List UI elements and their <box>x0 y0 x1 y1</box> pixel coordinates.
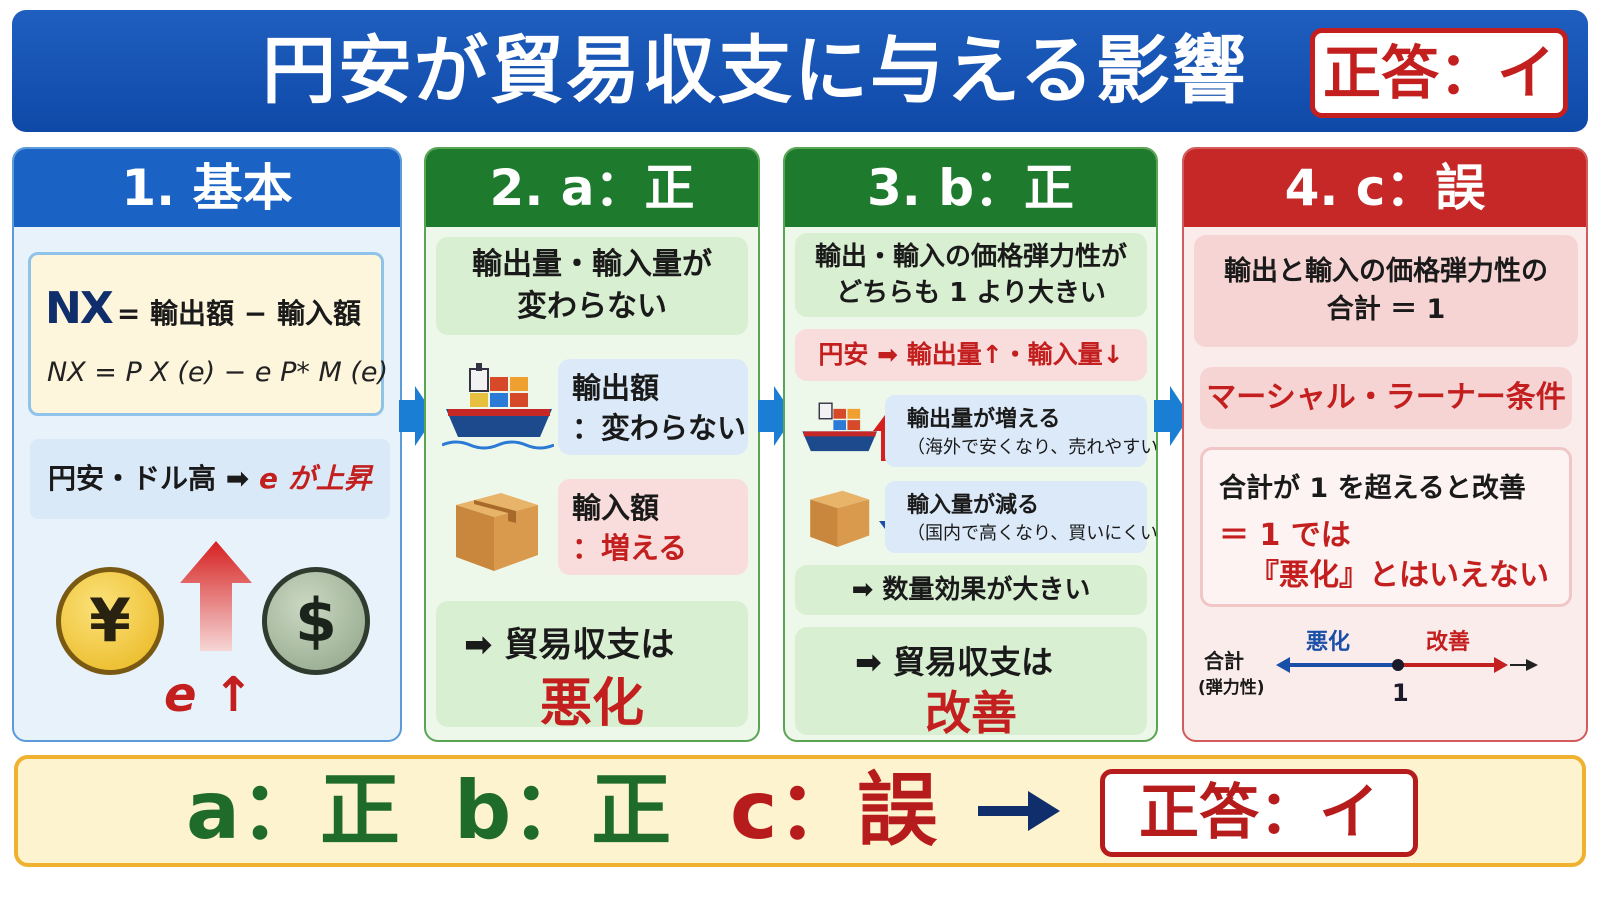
quantity-effect-label: ➡ 数量効果が大きい <box>795 565 1147 615</box>
yen-effect-label: 円安 ➡ 輸出量↑・輸入量↓ <box>795 329 1147 381</box>
worsen-text: 悪化 <box>539 674 644 734</box>
panel-title: 4. c：誤 <box>1184 149 1586 227</box>
e-up-label: e ↑ <box>164 667 254 723</box>
premise-bubble: 輸出・輸入の価格弾力性が どちらも 1 より大きい <box>795 233 1147 317</box>
trade-balance-result: ➡ 貿易収支は 悪化 <box>436 601 748 734</box>
axis-right-label: 改善 <box>1426 629 1470 655</box>
axis-point-label: 1 <box>1392 679 1409 707</box>
panel-basic: 1. 基本 NX = 輸出額 − 輸入額 NX = P X (e) − e P*… <box>12 147 402 742</box>
flow-arrow-icon <box>1154 386 1190 446</box>
elasticity-axis: 悪化 改善 1 <box>1276 629 1538 707</box>
axis-label: 合計 <box>1204 649 1244 673</box>
dollar-coin-icon: $ <box>262 567 370 675</box>
summary-bar: a：正 b：正 c：誤 正答：イ <box>14 755 1586 867</box>
answer-badge: 正答：イ <box>1310 28 1568 118</box>
summary-answer-badge: 正答：イ <box>1100 769 1418 857</box>
panel-title: 3. b：正 <box>785 149 1156 227</box>
premise-bubble: 輸出と輸入の価格弾力性の 合計 ＝ 1 <box>1194 235 1578 347</box>
nx-formula: NX = P X (e) − e P* M (e) <box>47 357 389 388</box>
panel-title: 2. a：正 <box>426 149 758 227</box>
cardboard-box-icon <box>456 493 538 571</box>
flow-arrow-icon <box>758 386 794 446</box>
export-value-label: 輸出額 ：変わらない <box>558 359 748 455</box>
improve-text: 改善 <box>925 686 1017 740</box>
flow-arrow-icon <box>399 386 435 446</box>
panel-c: 4. c：誤 輸出と輸入の価格弾力性の 合計 ＝ 1 マーシャル・ラーナー条件 … <box>1182 147 1588 742</box>
header-banner: 円安が貿易収支に与える影響 正答：イ <box>12 10 1588 132</box>
nx-symbol: NX <box>45 283 114 334</box>
axis-left-label: 悪化 <box>1306 629 1350 655</box>
cardboard-box-icon <box>810 490 870 547</box>
summary-c: c：誤 <box>730 764 938 857</box>
panel-b: 3. b：正 輸出・輸入の価格弾力性が どちらも 1 より大きい 円安 ➡ 輸出… <box>783 147 1158 742</box>
premise-bubble: 輸出量・輸入量が 変わらない <box>436 237 748 335</box>
nx-definition: = 輸出額 − 輸入額 <box>116 297 362 330</box>
yen-weak-line: 円安・ドル高 ➡ e が上昇 <box>30 439 390 519</box>
condition-note: 合計が 1 を超えると改善 ＝ 1 では 『悪化』とはいえない <box>1200 447 1572 607</box>
cargo-ship-icon <box>442 363 554 450</box>
right-arrow-icon <box>978 791 1060 831</box>
axis-sublabel: (弾力性) <box>1198 678 1265 698</box>
export-quantity-label: 輸出量が増える （海外で安くなり、売れやすい） <box>885 395 1156 467</box>
import-value-label: 輸入額 ：増える <box>558 479 748 575</box>
cargo-ship-icon <box>802 402 878 452</box>
yen-coin-icon: ¥ <box>56 567 164 675</box>
import-quantity-label: 輸入量が減る （国内で高くなり、買いにくい） <box>885 481 1156 553</box>
e-rise-text: e が上昇 <box>258 462 372 495</box>
summary-a: a：正 <box>186 764 400 857</box>
up-arrow-icon <box>180 541 252 651</box>
page-title: 円安が貿易収支に与える影響 <box>262 28 1248 114</box>
trade-balance-result: ➡ 貿易収支は 改善 <box>795 627 1147 740</box>
panel-a: 2. a：正 輸出量・輸入量が 変わらない 輸出額 ：変わらない 輸入額 ：増え… <box>424 147 760 742</box>
summary-b: b：正 <box>454 764 672 857</box>
formula-box: NX = 輸出額 − 輸入額 NX = P X (e) − e P* M (e) <box>28 252 388 416</box>
panel-title: 1. 基本 <box>14 149 400 227</box>
marshall-lerner-label: マーシャル・ラーナー条件 <box>1200 367 1572 429</box>
